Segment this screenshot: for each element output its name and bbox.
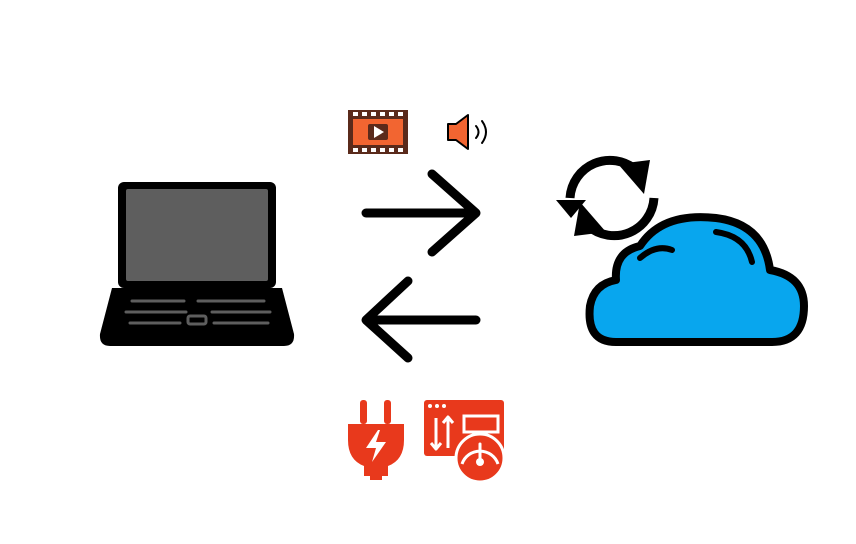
up-down-arrows (429, 415, 455, 451)
arrow-right-icon (361, 169, 481, 257)
laptop-keyboard (124, 299, 272, 326)
arrow-left-icon (361, 276, 481, 363)
speaker-icon (447, 114, 487, 150)
power-plug-icon (348, 400, 404, 480)
play-icon (374, 126, 384, 138)
laptop-screen (126, 189, 268, 281)
cloud-shape (585, 213, 808, 346)
cloud-icon (585, 213, 808, 346)
film-perforations (353, 112, 403, 152)
laptop-icon (99, 182, 295, 346)
sync-arrowheads (556, 160, 650, 236)
video-icon (348, 110, 408, 154)
speed-dashboard-icon (424, 400, 506, 484)
cloud-highlight (713, 229, 755, 265)
lightning-bolt (366, 430, 386, 462)
